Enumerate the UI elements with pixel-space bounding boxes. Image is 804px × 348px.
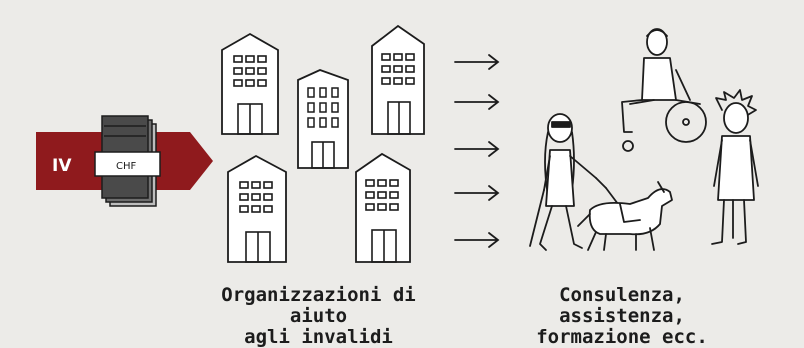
arrow-icon	[454, 185, 500, 201]
illustration: IV CHF	[36, 24, 759, 263]
building-icon	[371, 24, 425, 135]
guide-dog-icon	[577, 181, 673, 251]
building-icon	[355, 152, 411, 263]
wheelchair-user-icon	[621, 28, 707, 152]
arrow-icon	[454, 232, 500, 248]
services-caption: Consulenza, assistenza, formazione ecc.	[497, 285, 747, 348]
person-icon	[529, 113, 607, 251]
building-icon	[221, 32, 279, 135]
person-icon	[711, 89, 759, 245]
arrow-icon	[454, 94, 500, 110]
building-icon	[297, 69, 349, 169]
banner-label: IV	[52, 156, 72, 176]
arrow-icon	[454, 141, 500, 157]
services-caption-line2: formazione ecc.	[536, 326, 708, 348]
organizations-caption: Organizzazioni di aiuto agli invalidi	[196, 285, 441, 348]
money-label: CHF	[116, 161, 137, 172]
organizations-caption-line2: agli invalidi	[244, 326, 393, 348]
services-caption-line1: Consulenza, assistenza,	[559, 284, 685, 327]
building-icon	[227, 154, 287, 263]
organizations-caption-line1: Organizzazioni di aiuto	[221, 284, 416, 327]
arrow-icon	[454, 54, 500, 70]
money-stack-icon: CHF	[94, 115, 161, 207]
